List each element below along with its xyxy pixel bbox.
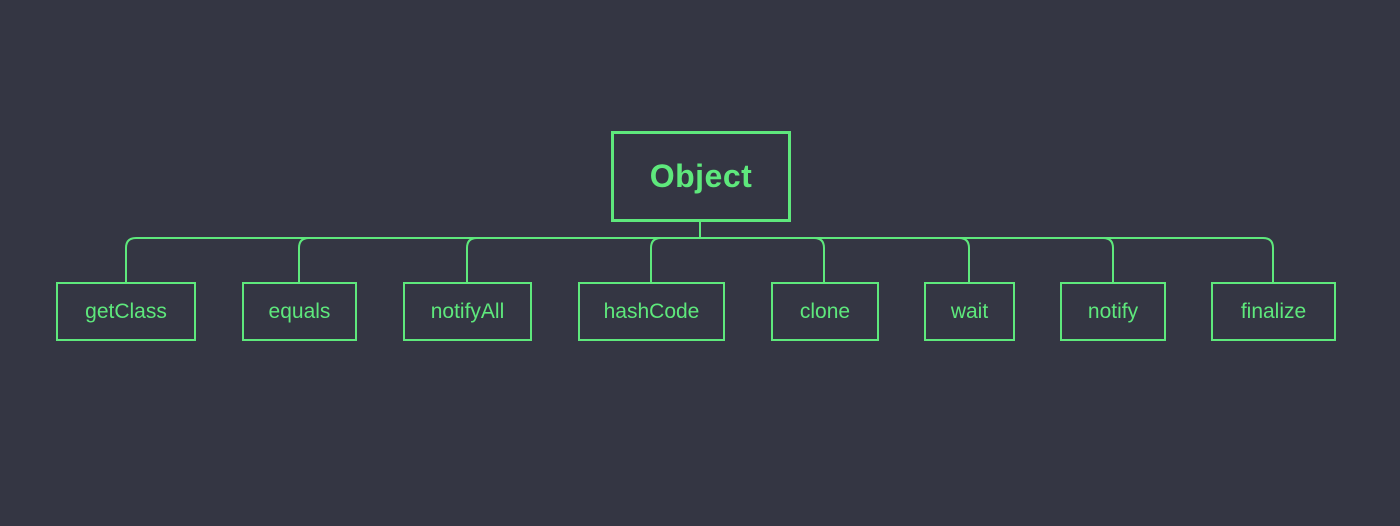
node-wait: wait bbox=[924, 282, 1015, 341]
horizontal-bus-line bbox=[125, 237, 1274, 282]
node-finalize: finalize bbox=[1211, 282, 1336, 341]
branch-line-notifyall bbox=[466, 237, 478, 282]
node-notifyall: notifyAll bbox=[403, 282, 532, 341]
node-hashcode: hashCode bbox=[578, 282, 725, 341]
branch-line-wait bbox=[958, 237, 970, 282]
branch-line-equals bbox=[298, 237, 310, 282]
node-equals: equals bbox=[242, 282, 357, 341]
node-getclass: getClass bbox=[56, 282, 196, 341]
node-object: Object bbox=[611, 131, 791, 222]
node-notify: notify bbox=[1060, 282, 1166, 341]
node-clone: clone bbox=[771, 282, 879, 341]
branch-line-clone bbox=[813, 237, 825, 282]
branch-line-notify bbox=[1102, 237, 1114, 282]
branch-line-hashcode bbox=[650, 237, 662, 282]
